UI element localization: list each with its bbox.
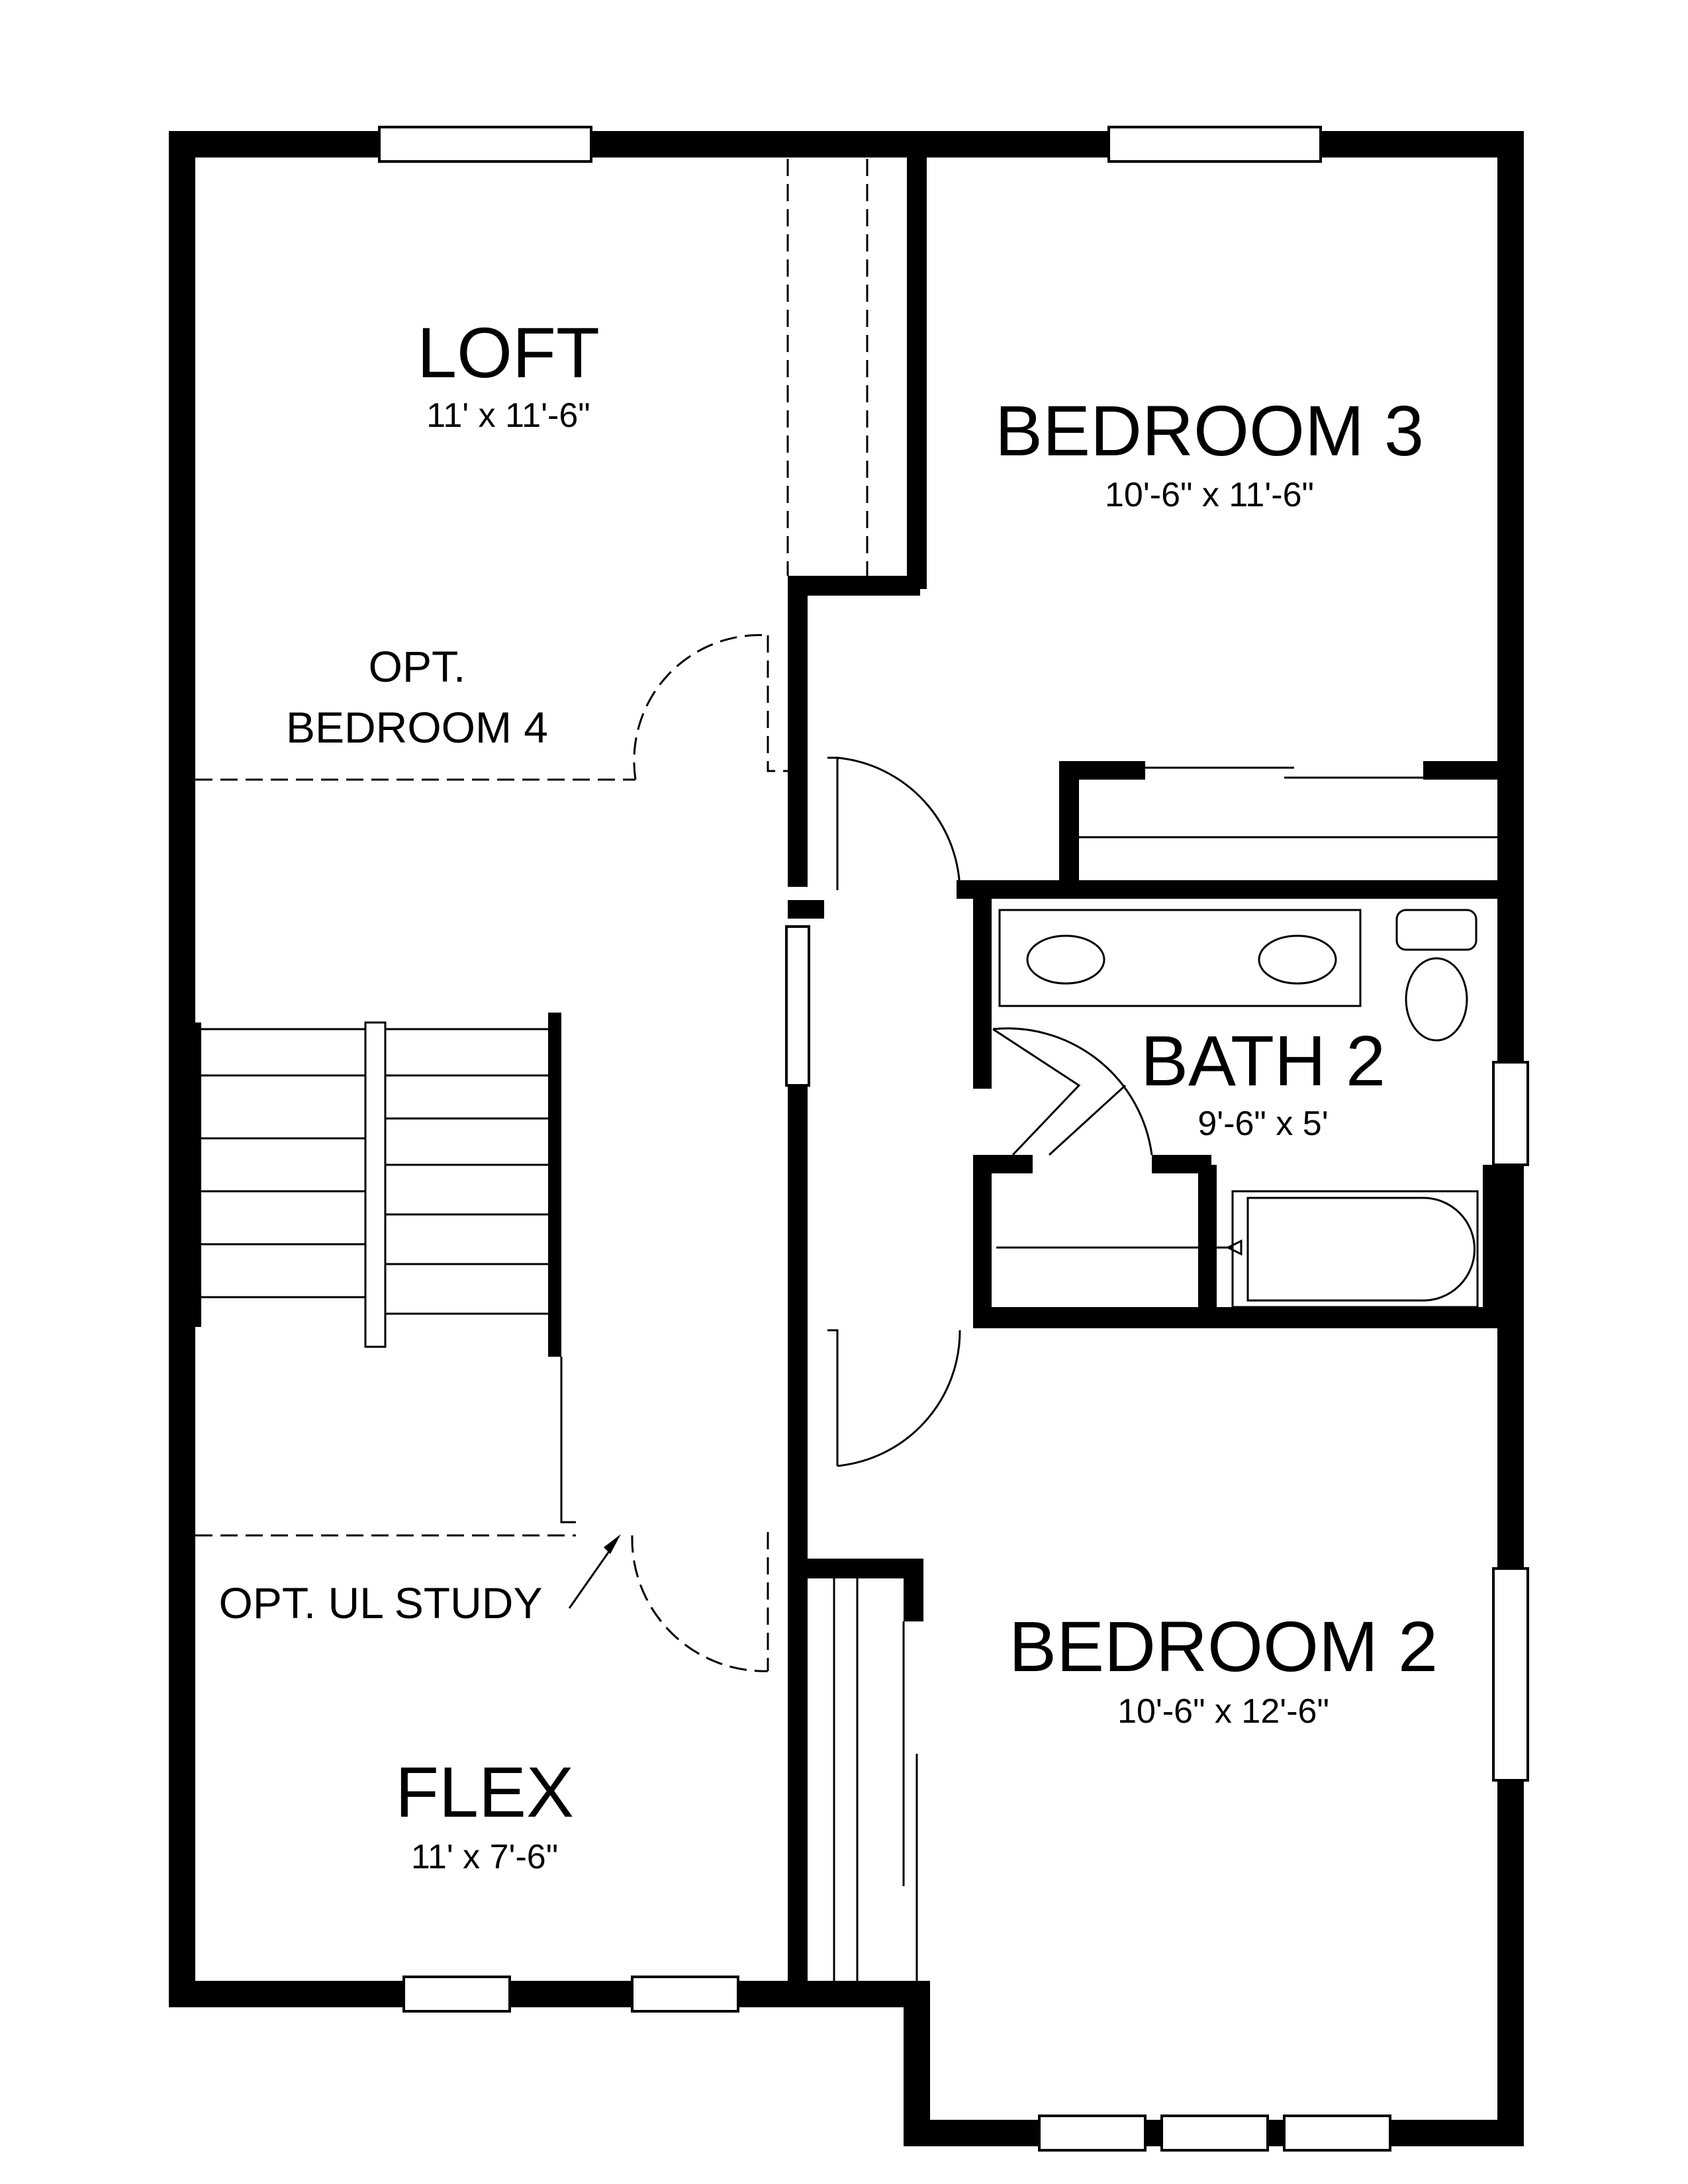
opt-bedroom-4-line2: BEDROOM 4 bbox=[286, 703, 548, 752]
windows bbox=[378, 126, 1529, 2152]
interior-walls bbox=[788, 152, 1524, 1999]
toilet-bowl bbox=[1405, 957, 1468, 1042]
study-leader-arrow bbox=[568, 1541, 617, 1609]
room-dims-bedroom-3: 10'-6" x 11'-6" bbox=[1105, 476, 1314, 514]
sink-left bbox=[1026, 934, 1105, 985]
opt-ul-study-label: OPT. UL STUDY bbox=[219, 1578, 543, 1627]
bathtub bbox=[1231, 1190, 1479, 1308]
opt-bedroom-4-line1: OPT. bbox=[369, 642, 466, 691]
room-label-bath-2: BATH 2 bbox=[1141, 1021, 1385, 1101]
room-label-flex: FLEX bbox=[395, 1752, 574, 1832]
staircase bbox=[192, 1013, 576, 1524]
sink-right bbox=[1258, 934, 1337, 985]
exterior-walls bbox=[169, 131, 1524, 2146]
room-label-loft: LOFT bbox=[417, 312, 600, 392]
arrow-head bbox=[604, 1534, 621, 1554]
room-dims-loft: 11' x 11'-6" bbox=[426, 396, 590, 435]
bath-fixtures bbox=[996, 909, 1479, 1308]
room-label-bedroom-3: BEDROOM 3 bbox=[995, 390, 1424, 471]
room-dims-flex: 11' x 7'-6" bbox=[411, 1838, 558, 1876]
room-label-bedroom-2: BEDROOM 2 bbox=[1009, 1606, 1438, 1686]
toilet-tank bbox=[1395, 909, 1477, 951]
room-dims-bath-2: 9'-6" x 5' bbox=[1197, 1105, 1328, 1143]
optional-walls bbox=[195, 159, 868, 1672]
doors bbox=[827, 756, 1497, 1981]
room-dims-bedroom-2: 10'-6" x 12'-6" bbox=[1117, 1692, 1329, 1731]
